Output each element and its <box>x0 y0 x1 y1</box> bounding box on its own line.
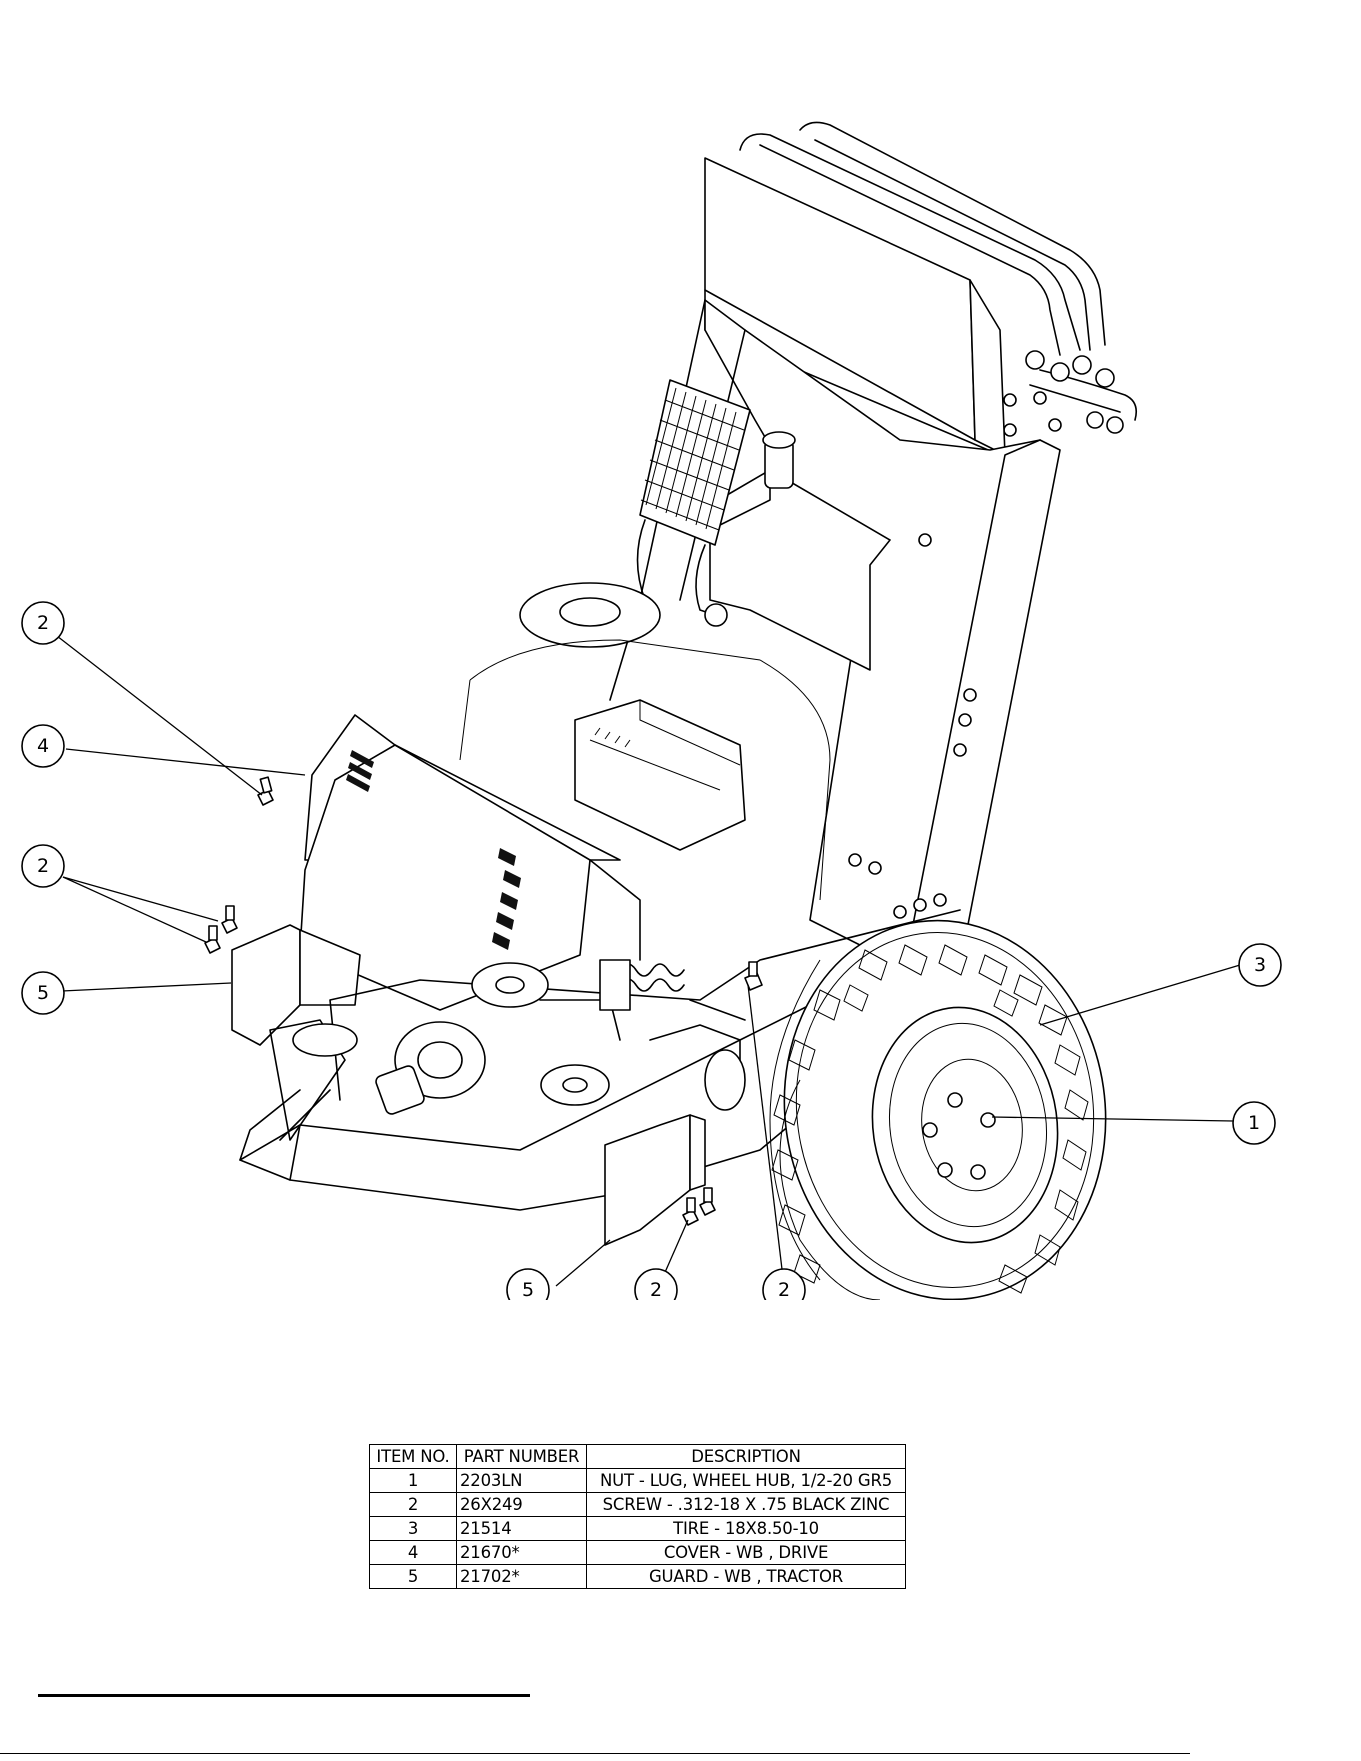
table-row: 3 21514 TIRE - 18X8.50-10 <box>370 1517 906 1541</box>
header-description: DESCRIPTION <box>587 1445 906 1469</box>
screw-left-a <box>222 906 237 933</box>
svg-text:2: 2 <box>37 855 49 877</box>
header-part-number: PART NUMBER <box>457 1445 587 1469</box>
cell-part: 2203LN <box>457 1469 587 1493</box>
table-row: 5 21702* GUARD - WB , TRACTOR <box>370 1565 906 1589</box>
svg-text:2: 2 <box>778 1279 790 1300</box>
callout-1: 1 <box>1233 1102 1275 1144</box>
screw-top <box>258 777 273 805</box>
cell-part: 21702* <box>457 1565 587 1589</box>
cell-desc: COVER - WB , DRIVE <box>587 1541 906 1565</box>
svg-text:2: 2 <box>37 612 49 634</box>
cell-item: 3 <box>370 1517 457 1541</box>
callout-2-bottom-a: 2 <box>635 1269 677 1300</box>
cell-item: 4 <box>370 1541 457 1565</box>
svg-text:5: 5 <box>522 1279 534 1300</box>
footer-rule <box>38 1694 530 1697</box>
screw-left-b <box>205 926 220 953</box>
table-row: 2 26X249 SCREW - .312-18 X .75 BLACK ZIN… <box>370 1493 906 1517</box>
tire <box>760 900 1130 1300</box>
cell-item: 1 <box>370 1469 457 1493</box>
screw-bottom-a <box>683 1198 698 1225</box>
screw-bottom-b <box>700 1188 715 1215</box>
cell-desc: GUARD - WB , TRACTOR <box>587 1565 906 1589</box>
cell-item: 5 <box>370 1565 457 1589</box>
svg-text:4: 4 <box>37 735 49 757</box>
cell-part: 21514 <box>457 1517 587 1541</box>
svg-text:5: 5 <box>37 982 49 1004</box>
cell-part: 26X249 <box>457 1493 587 1517</box>
callout-2-top: 2 <box>22 602 64 644</box>
cell-part: 21670* <box>457 1541 587 1565</box>
parts-list-table: ITEM NO. PART NUMBER DESCRIPTION 1 2203L… <box>369 1444 906 1589</box>
svg-text:2: 2 <box>650 1279 662 1300</box>
callout-3: 3 <box>1239 944 1281 986</box>
table-row: 1 2203LN NUT - LUG, WHEEL HUB, 1/2-20 GR… <box>370 1469 906 1493</box>
svg-text:1: 1 <box>1248 1112 1260 1134</box>
cell-desc: NUT - LUG, WHEEL HUB, 1/2-20 GR5 <box>587 1469 906 1493</box>
callout-4: 4 <box>22 725 64 767</box>
page-bottom-rule <box>0 1753 1190 1754</box>
table-row: 4 21670* COVER - WB , DRIVE <box>370 1541 906 1565</box>
callout-5-left: 5 <box>22 972 64 1014</box>
header-item-no: ITEM NO. <box>370 1445 457 1469</box>
callout-2-bottom-b: 2 <box>763 1269 805 1300</box>
cell-desc: SCREW - .312-18 X .75 BLACK ZINC <box>587 1493 906 1517</box>
exploded-assembly-drawing: 2 4 2 5 3 1 5 2 <box>0 0 1361 1300</box>
table-header-row: ITEM NO. PART NUMBER DESCRIPTION <box>370 1445 906 1469</box>
svg-text:3: 3 <box>1254 954 1266 976</box>
callout-2-left: 2 <box>22 845 64 887</box>
cell-item: 2 <box>370 1493 457 1517</box>
callout-5-bottom: 5 <box>507 1269 549 1300</box>
cell-desc: TIRE - 18X8.50-10 <box>587 1517 906 1541</box>
